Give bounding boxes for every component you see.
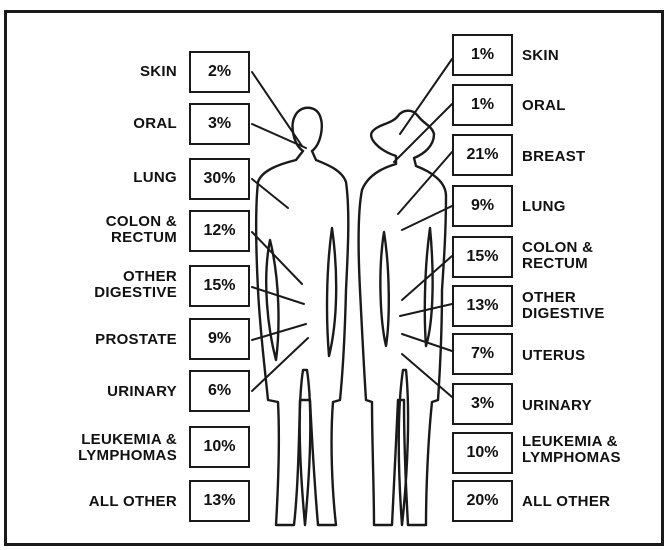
male-pct-skin: 2% bbox=[189, 51, 250, 93]
male-pct-oral: 3% bbox=[189, 103, 250, 145]
female-pct-other-digestive: 13% bbox=[452, 285, 513, 327]
male-label-lung: LUNG bbox=[133, 170, 177, 186]
female-pct-oral: 1% bbox=[452, 84, 513, 126]
female-pct-lung: 9% bbox=[452, 185, 513, 227]
male-pct-lung: 30% bbox=[189, 158, 250, 200]
male-label-other-digestive: OTHER DIGESTIVE bbox=[94, 269, 177, 301]
male-label-skin: SKIN bbox=[140, 64, 177, 80]
female-pct-uterus: 7% bbox=[452, 333, 513, 375]
female-label-oral: ORAL bbox=[522, 98, 566, 114]
female-label-other-digestive: OTHER DIGESTIVE bbox=[522, 290, 605, 322]
male-leg-gap bbox=[300, 370, 311, 525]
male-label-all-other: ALL OTHER bbox=[89, 494, 177, 510]
male-pct-colon-rectum: 12% bbox=[189, 210, 250, 252]
female-label-skin: SKIN bbox=[522, 48, 559, 64]
female-pct-all-other: 20% bbox=[452, 480, 513, 522]
female-left-arm-gap bbox=[380, 232, 388, 346]
male-label-urinary: URINARY bbox=[107, 384, 177, 400]
male-right-arm-gap bbox=[327, 228, 336, 356]
male-pct-all-other: 13% bbox=[189, 480, 250, 522]
female-label-uterus: UTERUS bbox=[522, 348, 585, 364]
male-pct-urinary: 6% bbox=[189, 370, 250, 412]
male-label-leukemia-lymphomas: LEUKEMIA & LYMPHOMAS bbox=[78, 432, 177, 464]
female-label-colon-rectum: COLON & RECTUM bbox=[522, 240, 593, 272]
male-leader-lines bbox=[252, 72, 308, 391]
female-pct-skin: 1% bbox=[452, 34, 513, 76]
female-label-breast: BREAST bbox=[522, 149, 585, 165]
female-pct-breast: 21% bbox=[452, 134, 513, 176]
female-pct-leukemia-lymphomas: 10% bbox=[452, 432, 513, 474]
male-label-colon-rectum: COLON & RECTUM bbox=[106, 214, 177, 246]
female-leader-lines bbox=[394, 59, 452, 397]
female-right-arm-gap bbox=[425, 228, 433, 346]
female-pct-urinary: 3% bbox=[452, 383, 513, 425]
female-label-leukemia-lymphomas: LEUKEMIA & LYMPHOMAS bbox=[522, 434, 621, 466]
male-pct-leukemia-lymphomas: 10% bbox=[189, 426, 250, 468]
female-label-urinary: URINARY bbox=[522, 398, 592, 414]
female-label-lung: LUNG bbox=[522, 199, 566, 215]
male-label-oral: ORAL bbox=[133, 116, 177, 132]
female-label-all-other: ALL OTHER bbox=[522, 494, 610, 510]
male-pct-prostate: 9% bbox=[189, 318, 250, 360]
female-pct-colon-rectum: 15% bbox=[452, 236, 513, 278]
male-pct-other-digestive: 15% bbox=[189, 265, 250, 307]
male-label-prostate: PROSTATE bbox=[95, 332, 177, 348]
